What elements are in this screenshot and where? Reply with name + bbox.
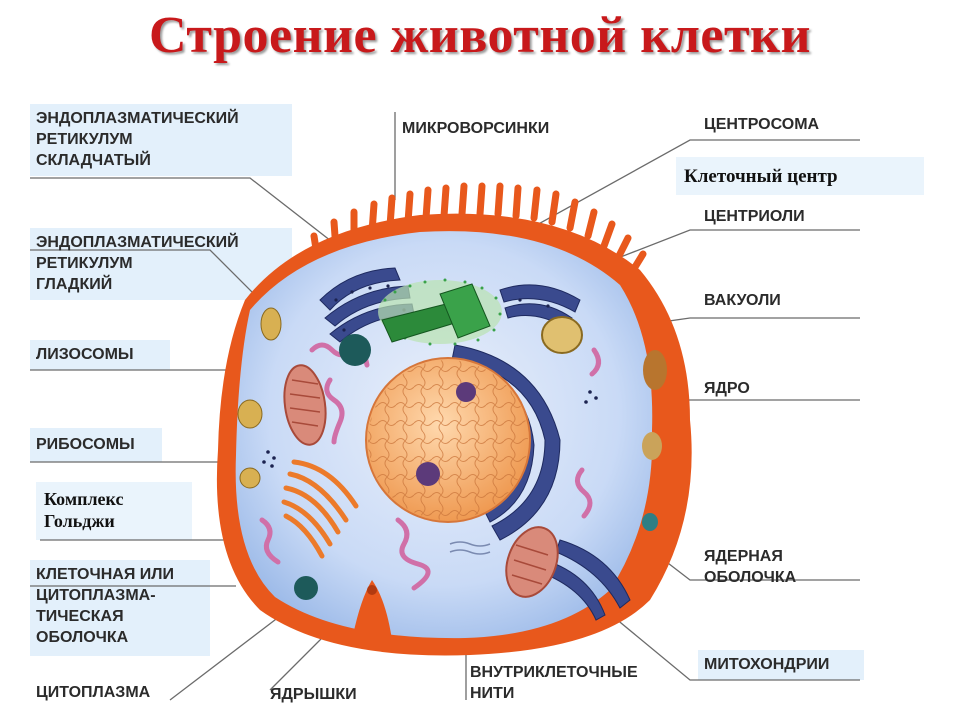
lysosomes <box>237 307 371 600</box>
label-centrioles: ЦЕНТРИОЛИ <box>704 208 805 225</box>
page-title: Строение животной клетки <box>149 7 811 64</box>
label-membrane: КЛЕТОЧНАЯ ИЛИ ЦИТОПЛАЗМА- ТИЧЕСКАЯ ОБОЛО… <box>36 566 175 646</box>
label-er-rough: ЭНДОПЛАЗМАТИЧЕСКИЙ РЕТИКУЛУМ СКЛАДЧАТЫЙ <box>36 110 239 169</box>
golgi-apparatus <box>281 459 359 559</box>
vacuole <box>541 316 583 354</box>
centrosome <box>378 278 502 346</box>
label-nucleoli: ЯДРЫШКИ <box>270 686 357 703</box>
label-cell-center: Клеточный центр <box>684 166 838 187</box>
label-centrosome: ЦЕНТРОСОМА <box>704 116 820 133</box>
label-nucleus: ЯДРО <box>704 380 750 397</box>
label-golgi: Комплекс Гольджи <box>44 489 124 531</box>
label-ribosomes: РИБОСОМЫ <box>36 436 135 453</box>
label-vacuoles: ВАКУОЛИ <box>704 292 781 309</box>
label-mitochondria: МИТОХОНДРИИ <box>704 656 830 673</box>
label-er-smooth: ЭНДОПЛАЗМАТИЧЕСКИЙ РЕТИКУЛУМ ГЛАДКИЙ <box>36 234 239 293</box>
label-nuclear-envelope: ЯДЕРНАЯ ОБОЛОЧКА <box>704 548 797 586</box>
label-cytoplasm: ЦИТОПЛАЗМА <box>36 684 151 701</box>
label-lysosomes: ЛИЗОСОМЫ <box>36 346 134 363</box>
label-panels <box>30 104 924 680</box>
label-filaments: ВНУТРИКЛЕТОЧНЫЕ НИТИ <box>470 664 638 702</box>
label-microvilli: МИКРОВОРСИНКИ <box>402 120 550 137</box>
intracellular-filaments <box>449 541 491 555</box>
mitochondria <box>283 364 559 598</box>
nucleus <box>365 357 531 523</box>
